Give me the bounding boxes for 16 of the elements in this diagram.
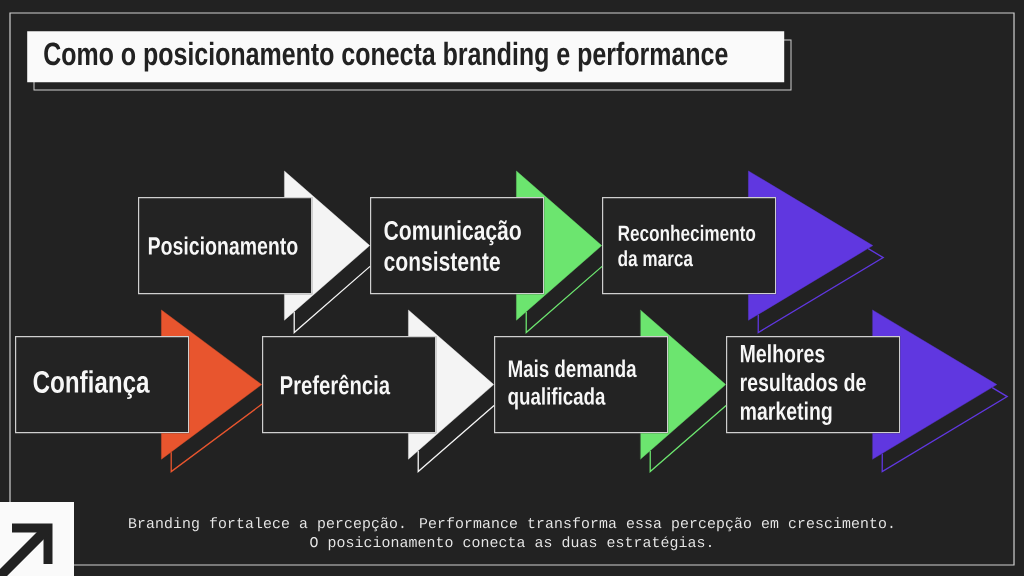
caption: Branding fortalece a percepção. Performance transforma essa percepção em crescimento. O posicionamento conecta as duas estratégias. <box>129 517 893 551</box>
chevron-arrow <box>516 170 602 321</box>
chevron-arrow <box>748 170 874 321</box>
step-box: Mais demanda qualificada <box>494 336 669 434</box>
chevron-arrow <box>408 309 494 460</box>
step-box: Reconhecimento da marca <box>602 197 777 295</box>
step-box: Posicionamento <box>138 197 313 295</box>
chevron-arrow <box>161 309 262 460</box>
title-banner: Como o posicionamento conecta branding e performance <box>27 31 792 91</box>
step-box: Preferência <box>262 336 437 434</box>
chevron-arrow <box>284 170 370 321</box>
chevron-arrow <box>872 309 998 460</box>
chevron-arrow <box>640 309 726 460</box>
step-box: Comunicação consistente <box>370 197 545 295</box>
step-box: Melhores resultados de marketing <box>726 336 901 434</box>
step-box: Confiança <box>15 336 190 434</box>
